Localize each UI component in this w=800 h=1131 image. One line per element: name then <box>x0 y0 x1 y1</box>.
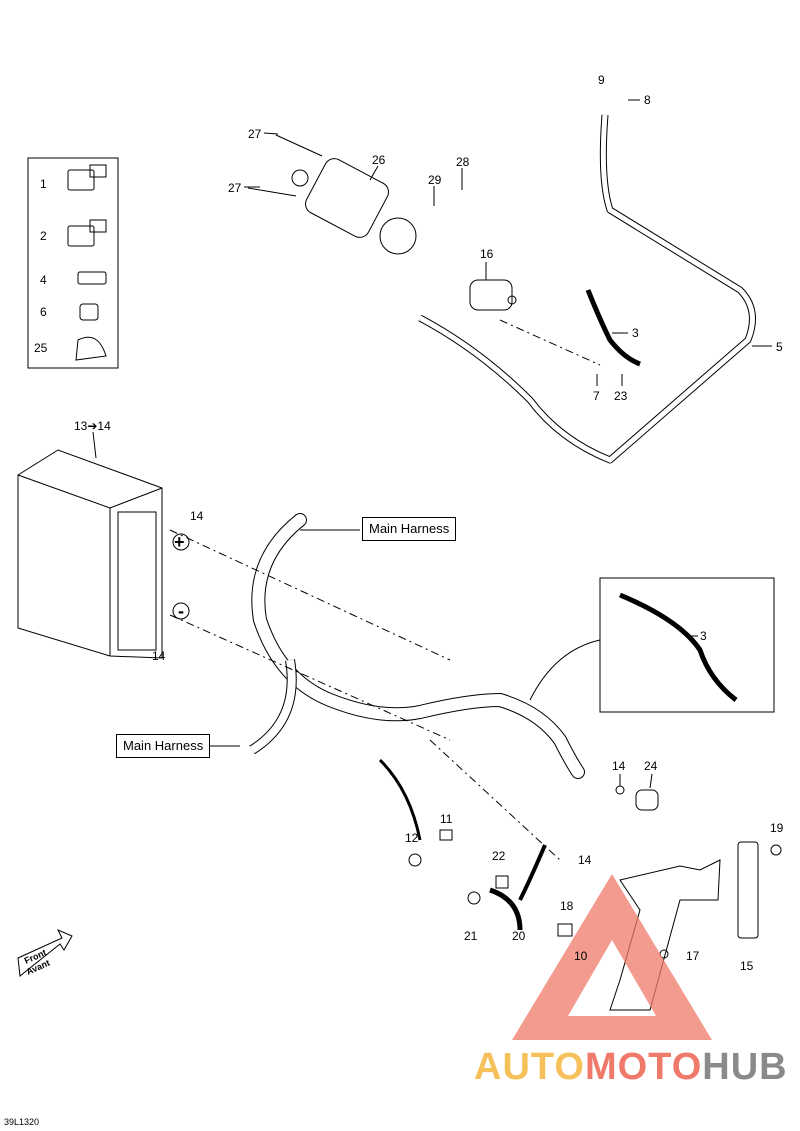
small-parts-box <box>27 157 119 369</box>
main-harness <box>251 513 585 779</box>
callout-5: 5 <box>776 340 783 354</box>
callout-27a: 27 <box>248 127 262 141</box>
nut-19 <box>770 844 782 856</box>
callout-15: 15 <box>740 959 754 973</box>
battery <box>17 449 163 659</box>
cable-3-inset <box>599 577 775 713</box>
callout-16: 16 <box>480 247 494 261</box>
nut-22 <box>495 875 509 889</box>
solenoid-16 <box>469 279 517 311</box>
callout-27b: 27 <box>228 181 242 195</box>
callout-18: 18 <box>560 899 574 913</box>
fuse-4 <box>77 271 107 285</box>
main-harness-label-top: Main Harness <box>362 517 457 541</box>
callout-29: 29 <box>428 173 442 187</box>
watermark-brand: AUTOMOTOHUB <box>474 1046 788 1089</box>
callout-3b: 3 <box>700 629 707 643</box>
bolt-18 <box>557 923 573 937</box>
clip-6 <box>79 303 99 321</box>
callout-10: 10 <box>574 949 588 963</box>
watermark-moto: MOTO <box>584 1046 703 1088</box>
watermark-triangle <box>512 874 712 1040</box>
callout-14a: 14 <box>190 509 204 523</box>
callout-23: 23 <box>614 389 628 403</box>
washer-21 <box>467 891 481 905</box>
callout-2: 2 <box>40 229 47 243</box>
relay-2 <box>67 219 107 247</box>
callout-26: 26 <box>372 153 386 167</box>
callout-14b: 14 <box>152 649 166 663</box>
relay-1 <box>67 164 107 191</box>
callout-14d: 14 <box>578 853 592 867</box>
assembly-dash-lines <box>169 319 601 861</box>
battery-minus-sign: - <box>178 601 184 621</box>
callout-20: 20 <box>512 929 526 943</box>
callout-1: 1 <box>40 177 47 191</box>
leader-13 <box>92 431 97 459</box>
washer-12 <box>408 853 422 867</box>
battery-plus-sign: + <box>174 532 185 552</box>
diagram-code: 39L1320 <box>4 1117 40 1127</box>
cable-20 <box>489 887 523 931</box>
callout-8: 8 <box>644 93 651 107</box>
callout-12: 12 <box>405 831 419 845</box>
callout-22: 22 <box>492 849 506 863</box>
callout-11: 11 <box>440 812 453 826</box>
strap-25 <box>75 336 107 361</box>
callout-24: 24 <box>644 759 658 773</box>
front-arrow <box>17 929 73 977</box>
leader-26 <box>369 165 379 181</box>
callout-25: 25 <box>34 341 48 355</box>
leader-27a <box>263 132 279 135</box>
callout-17: 17 <box>686 949 700 963</box>
callout-7: 7 <box>593 389 600 403</box>
starter-motor <box>247 134 417 255</box>
plate-15 <box>737 841 759 939</box>
callout-3a: 3 <box>632 326 639 340</box>
main-harness-label-left: Main Harness <box>116 734 211 758</box>
watermark-auto: AUTO <box>474 1046 585 1088</box>
callout-13: 13➔14 <box>74 419 111 433</box>
callout-4: 4 <box>40 273 47 287</box>
bolt-11 <box>439 829 453 841</box>
cable-3-top <box>585 289 641 367</box>
sensor-24 <box>635 789 659 811</box>
callout-21: 21 <box>464 929 478 943</box>
callout-28: 28 <box>456 155 470 169</box>
callout-6: 6 <box>40 305 47 319</box>
callout-14c: 14 <box>612 759 626 773</box>
callout-9: 9 <box>598 73 605 87</box>
callout-19: 19 <box>770 821 784 835</box>
watermark-hub: HUB <box>702 1046 788 1088</box>
nut-14c <box>615 785 625 795</box>
